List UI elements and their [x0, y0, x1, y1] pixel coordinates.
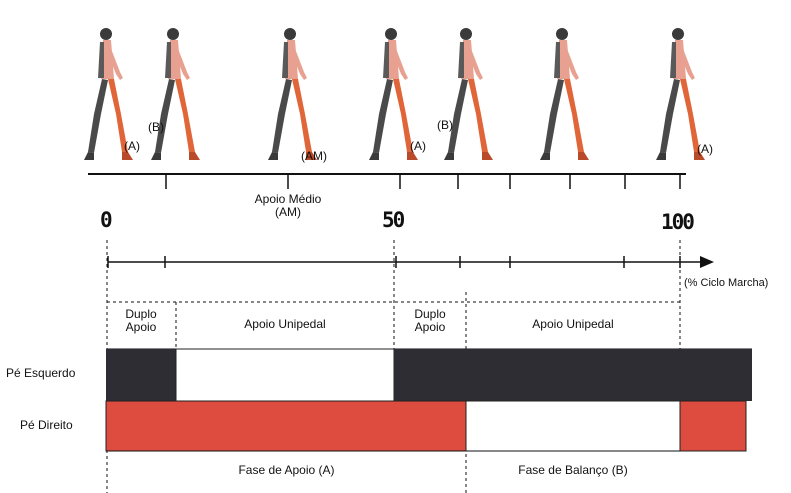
- figure-label-a: (A): [410, 140, 426, 153]
- left-foot-bar-segment-2: [394, 349, 752, 401]
- phase-double-support-2: Duplo Apoio: [396, 308, 464, 334]
- right-foot-bar-segment-1: [106, 401, 466, 451]
- figure-label-b: (B): [148, 121, 164, 134]
- phase-label-line: Apoio: [108, 321, 174, 334]
- walker-figure-3: [268, 28, 317, 160]
- walker-figure-6: [540, 28, 589, 160]
- phase-single-support-2: Apoio Unipedal: [466, 318, 680, 331]
- stance-phase-label: Fase de Apoio (A): [107, 464, 466, 477]
- mid-stance-label: Apoio Médio (AM): [228, 193, 348, 219]
- figure-label-b: (B): [437, 119, 453, 132]
- walker-figure-7: [656, 28, 705, 160]
- axis-unit-label: (% Ciclo Marcha): [684, 277, 768, 290]
- walker-figure-5: [444, 28, 493, 160]
- axis-arrow-icon: [700, 256, 714, 268]
- axis-tick-label-50: 50: [382, 214, 403, 227]
- figure-label-a: (A): [124, 140, 140, 153]
- walking-figures: [84, 28, 705, 160]
- left-foot-label: Pé Esquerdo: [6, 367, 75, 380]
- phase-single-support-1: Apoio Unipedal: [176, 318, 394, 331]
- percent-axis: [108, 256, 714, 268]
- right-foot-bar-gap: [466, 401, 680, 451]
- axis-tick-label-0: 0: [100, 214, 111, 227]
- walker-figure-2: [151, 28, 200, 160]
- mid-stance-label-line2: (AM): [228, 206, 348, 219]
- left-foot-bar-segment-1: [106, 349, 176, 401]
- swing-phase-label: Fase de Balanço (B): [466, 464, 680, 477]
- baseline-ticks: [166, 174, 680, 189]
- phase-label-line: Apoio: [396, 321, 464, 334]
- figure-label-am: (AM): [301, 150, 327, 163]
- left-foot-bar-gap: [176, 349, 394, 401]
- right-foot-label: Pé Direito: [20, 419, 73, 432]
- right-foot-bar-segment-2: [680, 401, 746, 451]
- phase-double-support-1: Duplo Apoio: [108, 308, 174, 334]
- axis-tick-label-100: 100: [661, 216, 693, 229]
- figure-label-a: (A): [697, 143, 713, 156]
